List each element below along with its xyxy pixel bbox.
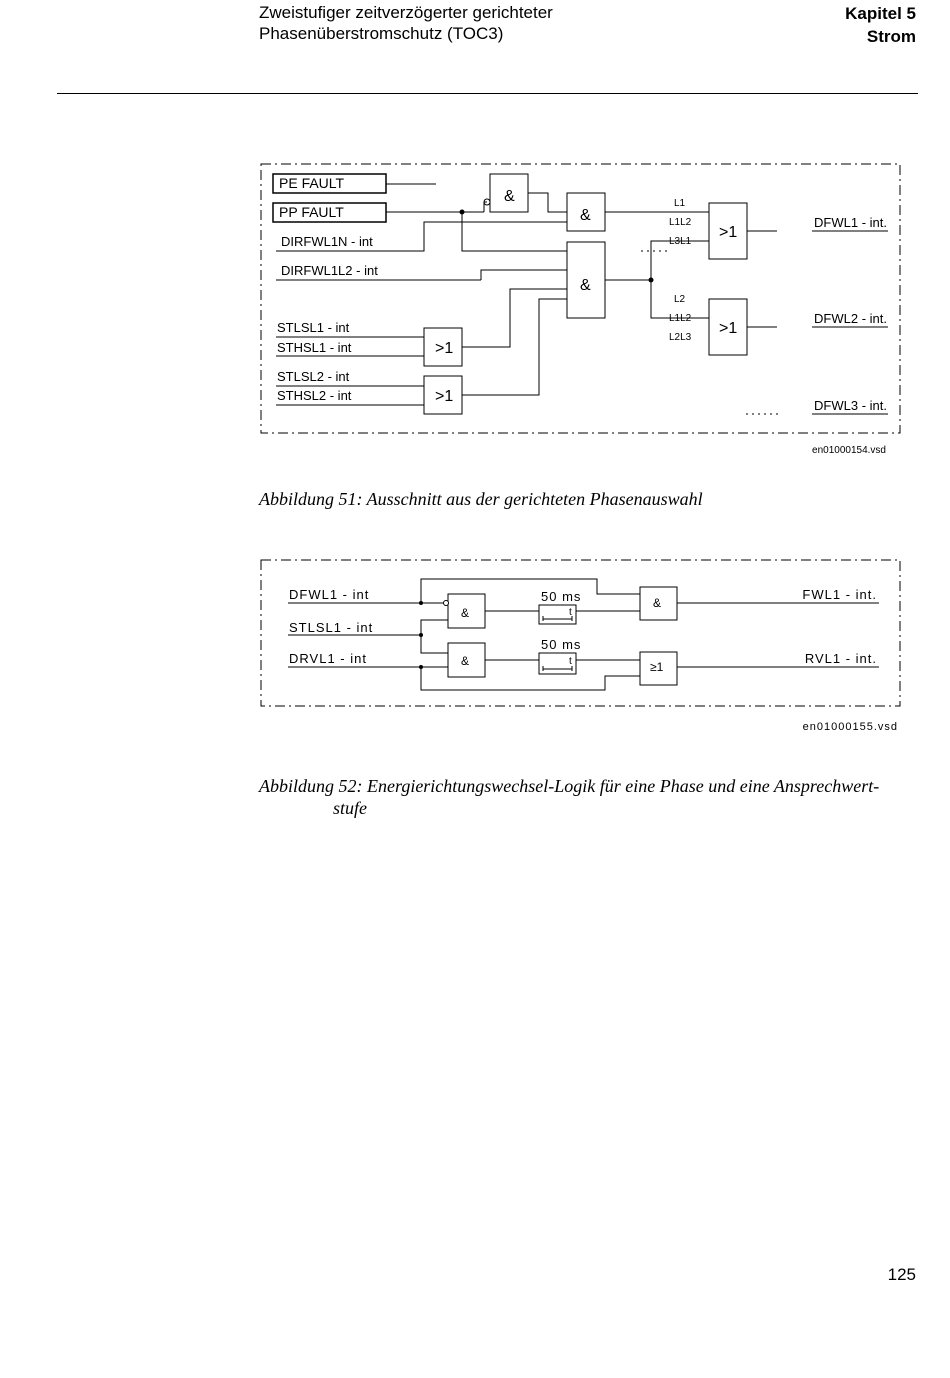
and-gate-fw-label: &: [461, 606, 469, 620]
input-pe-fault: PE FAULT: [279, 175, 345, 191]
figure-52-caption: Abbildung 52: Energierichtungswechsel-Lo…: [259, 775, 919, 819]
header-title-line-2: Phasenüberstromschutz (TOC3): [259, 24, 504, 43]
and-gate-rv-label: &: [461, 654, 469, 668]
figure-51-caption: Abbildung 51: Ausschnitt aus der gericht…: [259, 489, 703, 509]
signal-l2l3: L2L3: [669, 332, 692, 343]
input-stlsl1-52: STLSL1 - int: [289, 620, 373, 635]
header-title-line-1: Zweistufiger zeitverzögerter gerichteter: [259, 3, 553, 22]
figure-51-frame: [260, 163, 901, 434]
timer-fw-box: [538, 604, 577, 625]
output-rvl1: RVL1 - int.: [805, 651, 877, 666]
timer-fw-t: t: [569, 607, 572, 618]
and-gate-1-label: &: [504, 188, 515, 205]
signal-l1: L1: [674, 198, 686, 209]
input-stlsl2: STLSL2 - int: [277, 369, 350, 384]
timer-rv-box: [538, 652, 577, 675]
signal-l1l2-a: L1L2: [669, 217, 692, 228]
input-sthsl1: STHSL1 - int: [277, 340, 352, 355]
figure-52-frame: [260, 559, 901, 707]
chapter-title: Strom: [866, 27, 916, 46]
timer-rv-t: t: [569, 656, 572, 667]
and-gate-out-label: &: [653, 596, 661, 610]
or-gate-sl1-label: >1: [435, 340, 453, 357]
input-pp-fault: PP FAULT: [279, 204, 344, 220]
or-gate-sl2-label: >1: [435, 388, 453, 405]
figure-52-caption-line-1: Abbildung 52: Energierichtungswechsel-Lo…: [259, 776, 880, 796]
and-gate-3-label: &: [580, 277, 591, 294]
page-number: 125: [887, 1265, 916, 1284]
running-header-title: Zweistufiger zeitverzögerter gerichteter…: [259, 2, 553, 44]
figure-52-source-file: en01000155.vsd: [803, 721, 898, 733]
header-rule: [57, 93, 918, 94]
input-dirfwl1n: DIRFWL1N - int: [281, 234, 373, 249]
signal-l1l2-b: L1L2: [669, 313, 692, 324]
signal-l3l1: L3L1: [669, 236, 692, 247]
figure-52-caption-line-2: stufe: [333, 798, 367, 818]
input-drvl1: DRVL1 - int: [289, 651, 367, 666]
input-dfwl1: DFWL1 - int: [289, 587, 369, 602]
or-gate-out-box: [639, 651, 678, 686]
and-gate-2-label: &: [580, 207, 591, 224]
input-dirfwl1l2: DIRFWL1L2 - int: [281, 263, 378, 278]
output-fwl1: FWL1 - int.: [802, 587, 877, 602]
timer-rv-delay: 50 ms: [541, 637, 581, 652]
running-header-chapter: Kapitel 5 Strom: [845, 2, 916, 48]
input-sthsl2: STHSL2 - int: [277, 388, 352, 403]
signal-l2: L2: [674, 294, 686, 305]
figure-52-logic-diagram: DFWL1 - int STLSL1 - int DRVL1 - int & &…: [260, 559, 901, 733]
figure-51-logic-diagram: PE FAULT PP FAULT DIRFWL1N - int DIRFWL1…: [260, 163, 901, 456]
or-gate-out-label: ≥1: [650, 660, 664, 674]
chapter-number: Kapitel 5: [845, 4, 916, 23]
output-dfwl3: DFWL3 - int.: [814, 398, 887, 413]
or-gate-dfwl1-label: >1: [719, 224, 737, 241]
output-dfwl2: DFWL2 - int.: [814, 311, 887, 326]
output-dfwl1: DFWL1 - int.: [814, 215, 887, 230]
timer-fw-delay: 50 ms: [541, 589, 581, 604]
figure-51-source-file: en01000154.vsd: [812, 445, 886, 456]
or-gate-dfwl2-label: >1: [719, 320, 737, 337]
input-stlsl1: STLSL1 - int: [277, 320, 350, 335]
